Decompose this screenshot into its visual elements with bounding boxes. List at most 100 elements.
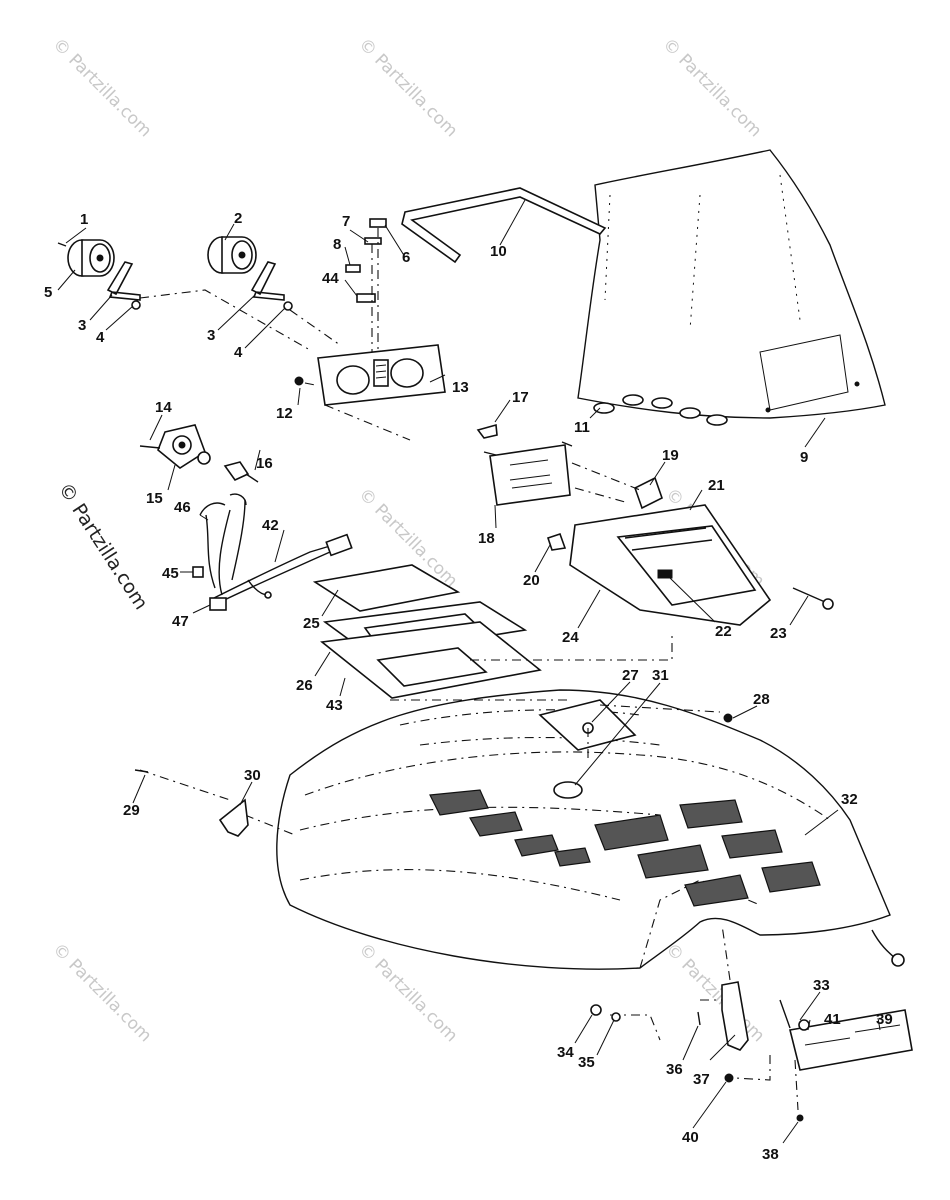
callout-label: 1: [80, 211, 88, 228]
callout-label: 19: [662, 447, 679, 464]
callout-label: 45: [162, 565, 179, 582]
callout-label: 32: [841, 791, 858, 808]
callouts: 1 2 3 3 4 4 5 6 7 8 9 10 11 12 13 14 15 …: [44, 210, 893, 1163]
leader-lines: [57, 199, 881, 1144]
housing-clip: [546, 532, 567, 551]
callout-label: 47: [172, 613, 189, 630]
callout-label: 20: [523, 572, 540, 589]
latch-clip: [798, 1019, 810, 1031]
instrument-panel: [317, 344, 446, 406]
hinge-pin: [134, 769, 149, 773]
headlight: [483, 441, 573, 506]
callout-label: 13: [452, 379, 469, 396]
screw: [697, 1011, 701, 1026]
headlight-leader: [571, 462, 641, 503]
latch-plate: [789, 1009, 913, 1071]
gauge-nut-left: [131, 300, 141, 310]
callout-label: 33: [813, 977, 830, 994]
callout-label: 44: [322, 270, 339, 287]
gauge-leader: [139, 289, 341, 351]
watermark-large: © Partzilla.com: [54, 479, 152, 614]
callout-label: 30: [244, 767, 261, 784]
callout-label: 29: [123, 802, 140, 819]
callout-label: 46: [174, 499, 191, 516]
callout-label: 3: [207, 327, 215, 344]
callout-label: 31: [652, 667, 669, 684]
callout-label: 36: [666, 1061, 683, 1078]
callout-label: 4: [96, 329, 105, 346]
gauge-right: [207, 236, 257, 274]
hood-bolt: [723, 713, 733, 723]
panel-screw: [294, 376, 304, 386]
latch-screw: [796, 1114, 804, 1122]
gauge-nut-right: [283, 301, 293, 311]
bracket-leader: [610, 924, 731, 1041]
panel-leader: [304, 382, 411, 441]
callout-label: 9: [800, 449, 808, 466]
callout-label: 17: [512, 389, 529, 406]
watermark: © Partzilla.com: [658, 34, 765, 141]
callout-label: 43: [326, 697, 343, 714]
callout-label: 11: [574, 419, 590, 436]
callout-label: 37: [693, 1071, 710, 1088]
console-base-inner: [376, 647, 488, 687]
callout-label: 38: [762, 1146, 779, 1163]
ignition-switch: [139, 424, 259, 483]
callout-label: 6: [402, 249, 410, 266]
hood-leader: [139, 704, 721, 836]
callout-label: 27: [622, 667, 639, 684]
windshield-bolt-holes: [593, 394, 728, 426]
insulation-pad: [312, 564, 461, 612]
callout-label: 40: [682, 1129, 699, 1146]
hood: [276, 689, 891, 970]
callout-label: 21: [708, 477, 725, 494]
callout-label: 26: [296, 677, 313, 694]
wiring-harness: [192, 493, 353, 611]
callout-label: 12: [276, 405, 293, 422]
windshield-brace: [401, 187, 607, 264]
callout-label: 15: [146, 490, 163, 507]
headlight-housing: [569, 504, 772, 626]
grommet: [476, 423, 498, 439]
watermark: © Partzilla.com: [48, 939, 155, 1046]
housing-bolt: [792, 587, 834, 610]
watermark: © Partzilla.com: [48, 34, 155, 141]
callout-label: 28: [753, 691, 770, 708]
callout-label: 8: [333, 236, 341, 253]
callout-label: 10: [490, 243, 507, 260]
support-bracket: [721, 981, 749, 1051]
hood-vents: [429, 789, 821, 907]
gauge-bracket-right: [250, 261, 285, 301]
callout-label: 18: [478, 530, 495, 547]
nut: [590, 1004, 602, 1016]
hinge-bracket: [218, 798, 249, 837]
callout-label: 34: [557, 1044, 574, 1061]
callout-label: 39: [876, 1011, 893, 1028]
watermark: © Partzilla.com: [354, 939, 461, 1046]
callout-label: 14: [155, 399, 172, 416]
latch-bolt: [724, 1073, 734, 1083]
windshield: [577, 149, 886, 426]
callout-label: 35: [578, 1054, 595, 1071]
callout-label: 41: [824, 1011, 841, 1028]
callout-label: 42: [262, 517, 279, 534]
gauge-bracket-left: [106, 261, 141, 301]
latch-plate-holes: [804, 1024, 901, 1046]
washer: [611, 1012, 621, 1022]
console-leader: [390, 636, 673, 701]
callout-label: 4: [234, 344, 243, 361]
latch-leader: [734, 1055, 799, 1111]
watermark: © Partzilla.com: [661, 939, 768, 1046]
callout-label: 24: [562, 629, 579, 646]
callout-label: 16: [256, 455, 273, 472]
switch-stack: [345, 218, 387, 355]
headlight-spring: [634, 476, 663, 510]
callout-label: 3: [78, 317, 86, 334]
hood-strap: [871, 929, 905, 967]
callout-label: 23: [770, 625, 787, 642]
callout-label: 22: [715, 623, 732, 640]
callout-label: 7: [342, 213, 350, 230]
latch-spring: [779, 999, 791, 1029]
callout-label: 2: [234, 210, 242, 227]
